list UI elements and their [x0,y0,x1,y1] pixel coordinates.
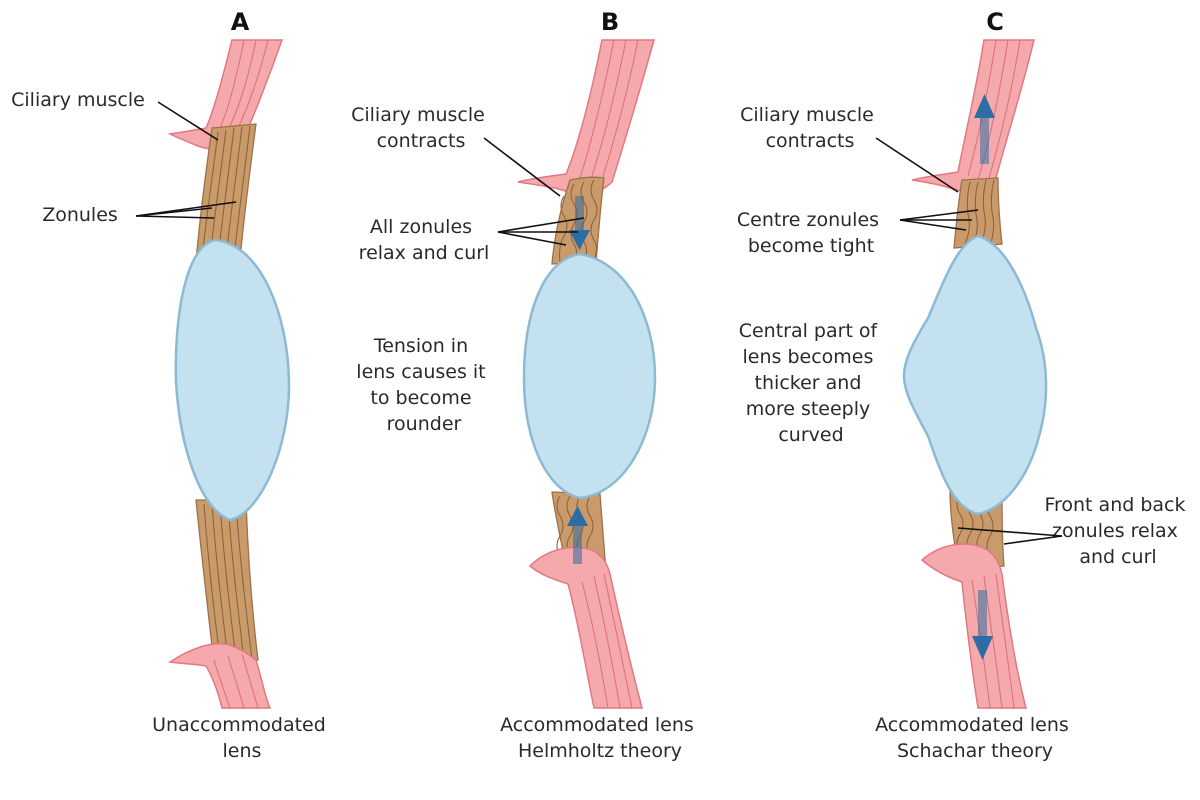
panel-a-lower-muscle [167,642,272,709]
panel-b-zonules-label: All zonules relax and curl [359,216,490,264]
panel-c-ciliary-leader [875,137,959,193]
panel-c-lower-arrow [972,590,993,660]
panel-b-lens-note: Tension in lens causes it to become roun… [356,335,491,435]
panel-a-upper-muscle [167,39,284,150]
panel-b-lens [522,252,657,500]
panel-b-lower-arrow [567,506,588,564]
panel-c-edge-zonules-leader [957,527,1063,545]
panel-c-lens-note: Central part of lens becomes thicker and… [739,320,884,446]
panel-b-ciliary-leader [483,137,561,197]
panel-b: B Ci [351,8,700,762]
panel-c-upper-arrow [974,94,995,164]
panel-b-upper-arrow [569,196,590,250]
panel-a: A Ciliary muscle Zonules [11,8,332,762]
panel-a-caption: Unaccommodated lens [152,714,332,762]
panel-c-centre-zonules-label: Centre zonules become tight [737,209,885,257]
panel-c-upper-muscle [911,39,1035,192]
panel-c-caption: Accommodated lens Schachar theory [875,714,1075,762]
panel-c-letter: C [986,8,1004,36]
panel-a-lens [174,238,291,522]
panel-a-letter: A [231,8,250,36]
panel-b-upper-muscle [517,39,655,195]
panel-c-lens [902,234,1048,516]
panel-c-edge-zonules-label: Front and back zonules relax and curl [1044,494,1191,568]
panel-b-letter: B [601,8,619,36]
panel-a-zonules-leader [135,201,237,219]
panel-c-ciliary-label: Ciliary muscle contracts [740,104,880,152]
panel-b-lower-muscle [528,546,643,709]
panel-a-ciliary-label: Ciliary muscle [11,89,145,111]
panel-b-zonules-leader [497,217,585,246]
panel-a-zonules-label: Zonules [42,204,118,226]
panel-b-ciliary-label: Ciliary muscle contracts [351,104,491,152]
panel-c: C Ci [737,8,1191,762]
panel-c-lower-muscle [920,543,1027,709]
panel-b-caption: Accommodated lens Helmholtz theory [500,714,700,762]
panel-c-centre-zonules-leader [899,209,979,231]
panel-c-upper-zonules [953,177,1003,249]
panel-a-ciliary-leader [157,101,219,141]
